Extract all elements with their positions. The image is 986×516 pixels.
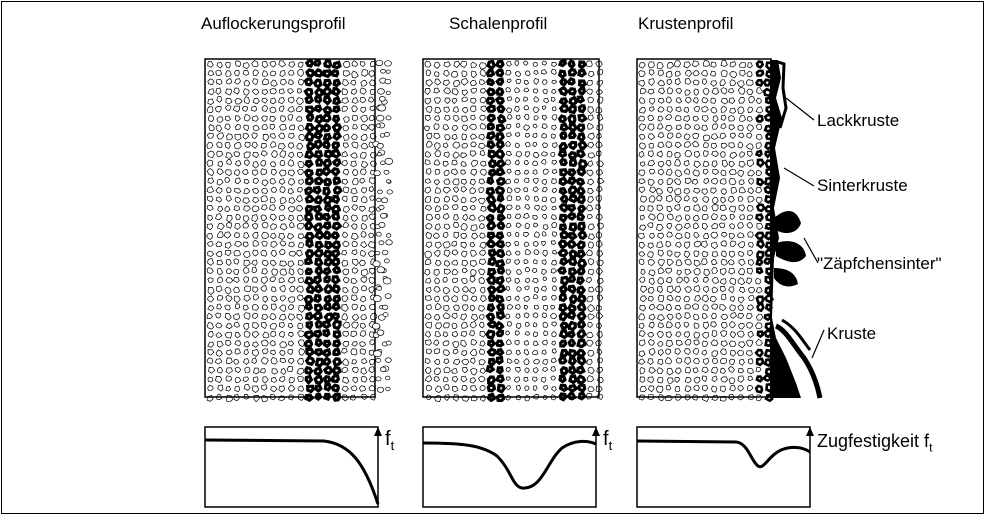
title-schalenprofil: Schalenprofil bbox=[449, 14, 548, 33]
axis-label-ft-2: ft bbox=[603, 428, 613, 453]
label-sinterkruste: Sinterkruste bbox=[817, 176, 908, 195]
axis-arrow-icon bbox=[374, 427, 382, 436]
axis-label-ft-1: ft bbox=[385, 428, 395, 453]
loose-grains bbox=[371, 59, 394, 393]
strength-curve-schalen bbox=[422, 426, 600, 508]
panel-border bbox=[204, 58, 376, 398]
auflockerungsprofil-section bbox=[204, 58, 394, 402]
plot-frame bbox=[422, 426, 597, 508]
title-krustenprofil: Krustenprofil bbox=[638, 14, 734, 33]
label-zugfestigkeit: Zugfestigkeit ft bbox=[817, 431, 933, 455]
label-kruste: Kruste bbox=[827, 324, 877, 343]
plot-frame bbox=[636, 426, 811, 508]
schalenprofil-section bbox=[422, 58, 605, 402]
strength-curve bbox=[636, 439, 811, 469]
grain-texture bbox=[206, 58, 378, 402]
crust-layers bbox=[770, 60, 823, 399]
grain-texture bbox=[423, 58, 605, 402]
plot-frame bbox=[204, 426, 379, 508]
axis-arrow-icon bbox=[592, 427, 600, 436]
label-lackkruste: Lackkruste bbox=[817, 111, 900, 130]
label-zaepfchensinter: "Zäpfchensinter" bbox=[817, 254, 942, 273]
title-auflockerungsprofil: Auflockerungsprofil bbox=[201, 14, 346, 33]
grain-texture bbox=[638, 59, 775, 402]
strength-curve bbox=[422, 439, 597, 490]
strength-curve-auflockerung bbox=[204, 426, 382, 508]
krustenprofil-section bbox=[636, 58, 825, 402]
strength-curve bbox=[204, 438, 380, 505]
axis-arrow-icon bbox=[806, 427, 814, 436]
label-leaders bbox=[783, 97, 825, 359]
panel-border bbox=[422, 58, 600, 398]
strength-curve-krusten bbox=[636, 426, 814, 508]
